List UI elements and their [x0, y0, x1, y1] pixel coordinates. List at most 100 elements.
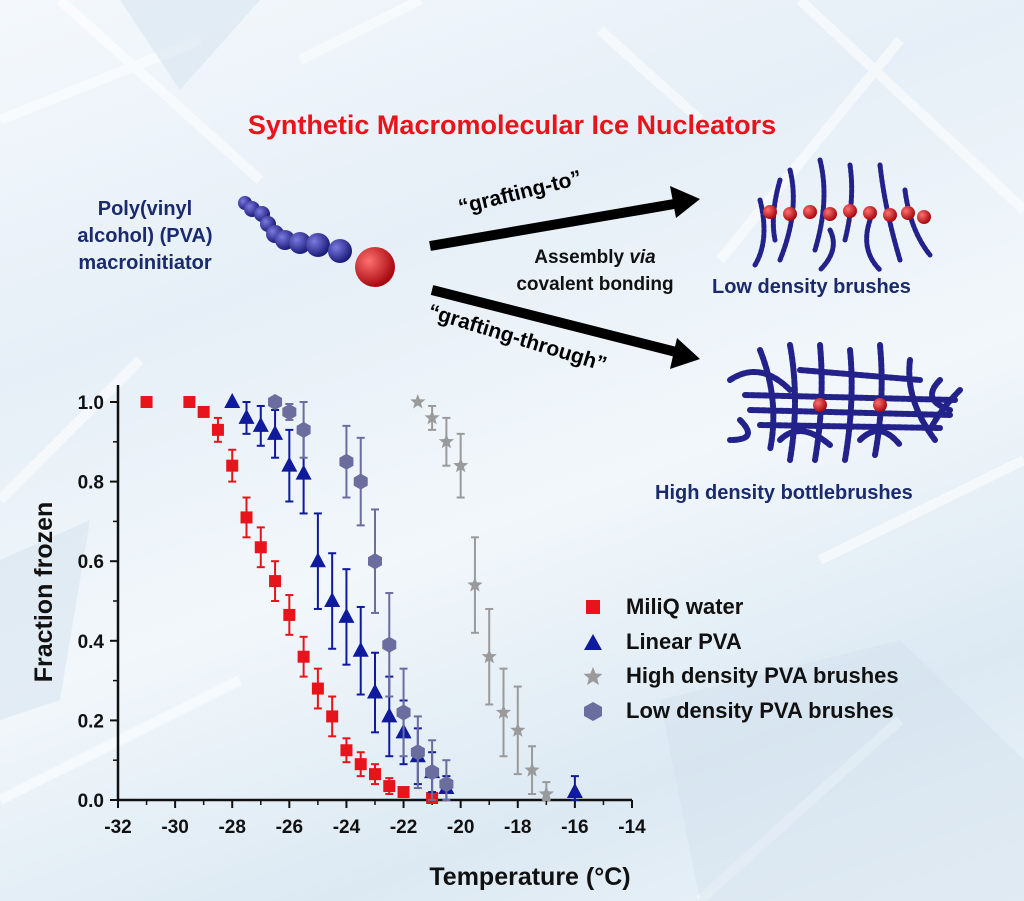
y-tick-label: 0.6 [78, 552, 104, 573]
legend-item-miliq: MiliQ water [578, 590, 899, 625]
data-point [510, 722, 526, 737]
data-point [339, 453, 354, 470]
data-point [382, 636, 397, 653]
data-point [566, 783, 583, 799]
x-tick-label: -28 [218, 817, 245, 838]
data-point [254, 541, 267, 554]
y-axis-label: Fraction frozen [30, 502, 58, 683]
data-point [197, 405, 210, 418]
high-density-bottlebrush-molecule [727, 342, 963, 463]
data-point [424, 409, 440, 425]
pva-macroinitiator-molecule [238, 196, 395, 287]
series-miliq-water [140, 396, 439, 805]
data-point [453, 457, 469, 473]
grafting-to-arrow [429, 186, 700, 251]
legend-label: Linear PVA [626, 628, 742, 654]
label-line: macroinitiator [78, 252, 212, 274]
data-point [281, 456, 298, 472]
x-tick-label: -16 [561, 817, 588, 838]
label-line: Poly(vinyl [97, 198, 193, 220]
legend-item-linear-pva: Linear PVA [578, 625, 899, 660]
x-tick-label: -20 [447, 817, 474, 838]
data-point [238, 408, 255, 424]
data-point [354, 758, 367, 771]
data-point [211, 423, 224, 436]
grafting-through-arrow [430, 285, 700, 369]
data-point [367, 683, 383, 699]
data-point [369, 768, 381, 781]
data-point [352, 641, 369, 657]
legend-label: Low density PVA brushes [626, 697, 894, 723]
data-point [240, 511, 253, 524]
data-point [183, 396, 196, 408]
assembly-text: Assembly [534, 247, 630, 268]
data-point [353, 473, 368, 490]
data-point [410, 744, 425, 761]
y-tick-label: 0.0 [78, 791, 104, 812]
legend-label: High density PVA brushes [626, 663, 899, 689]
legend-label: MiliQ water [626, 594, 744, 620]
legend-item-low-density: Low density PVA brushes [578, 694, 899, 729]
assembly-text-line2: covalent bonding [516, 274, 674, 295]
data-point [282, 403, 297, 420]
data-point [252, 416, 269, 432]
data-point [396, 704, 411, 721]
triangle-marker-icon [584, 633, 602, 650]
macroinitiator-label: Poly(vinyl alcohol) (PVA) macroinitiator [40, 196, 250, 277]
data-point [338, 607, 355, 623]
data-point [267, 424, 284, 440]
square-marker-icon [586, 600, 600, 615]
data-point [438, 433, 454, 449]
data-point [383, 780, 396, 793]
series-high-density-pva-brushes [410, 394, 554, 801]
data-point [297, 650, 310, 663]
axes: -32-30-28-26-24-22-20-18-16-140.00.20.40… [78, 385, 646, 838]
low-density-brush-molecule [752, 157, 933, 273]
data-point [309, 552, 326, 568]
data-point [481, 648, 497, 664]
x-tick-label: -22 [390, 817, 417, 838]
series-low-density-pva-brushes [268, 394, 454, 801]
label-line: alcohol) (PVA) [77, 225, 213, 247]
y-tick-label: 0.2 [78, 711, 104, 732]
data-point [340, 744, 353, 757]
data-point [381, 707, 398, 723]
low-density-brushes-label: Low density brushes [712, 276, 911, 298]
data-point [397, 786, 410, 799]
x-tick-label: -24 [333, 817, 361, 838]
data-point [368, 553, 382, 570]
data-point [296, 421, 311, 438]
data-point [324, 592, 341, 607]
data-point [224, 393, 241, 408]
data-point [226, 459, 239, 472]
data-point [283, 608, 296, 621]
data-point [268, 394, 283, 410]
star-marker-icon [583, 667, 603, 686]
chart-legend: MiliQ water Linear PVA High density PVA … [578, 590, 899, 728]
figure-title: Synthetic Macromolecular Ice Nucleators [247, 110, 777, 140]
data-point [140, 396, 153, 408]
x-tick-label: -14 [618, 817, 646, 838]
legend-item-high-density: High density PVA brushes [578, 659, 899, 694]
x-tick-label: -18 [504, 817, 531, 838]
assembly-via: via [629, 247, 656, 268]
data-point [295, 464, 312, 480]
y-tick-label: 1.0 [78, 393, 104, 414]
x-tick-label: -30 [161, 817, 188, 838]
x-axis-label: Temperature (°C) [429, 863, 630, 891]
data-point [269, 575, 282, 588]
y-tick-label: 0.8 [78, 473, 104, 494]
y-tick-label: 0.4 [78, 632, 105, 653]
data-point [467, 577, 483, 592]
data-point [538, 786, 554, 801]
data-point [439, 776, 454, 793]
high-density-bottlebrushes-label: High density bottlebrushes [655, 482, 913, 504]
data-point [425, 764, 440, 781]
x-tick-label: -26 [276, 817, 303, 838]
data-point [326, 710, 339, 723]
data-point [524, 762, 540, 777]
data-point [410, 394, 426, 409]
